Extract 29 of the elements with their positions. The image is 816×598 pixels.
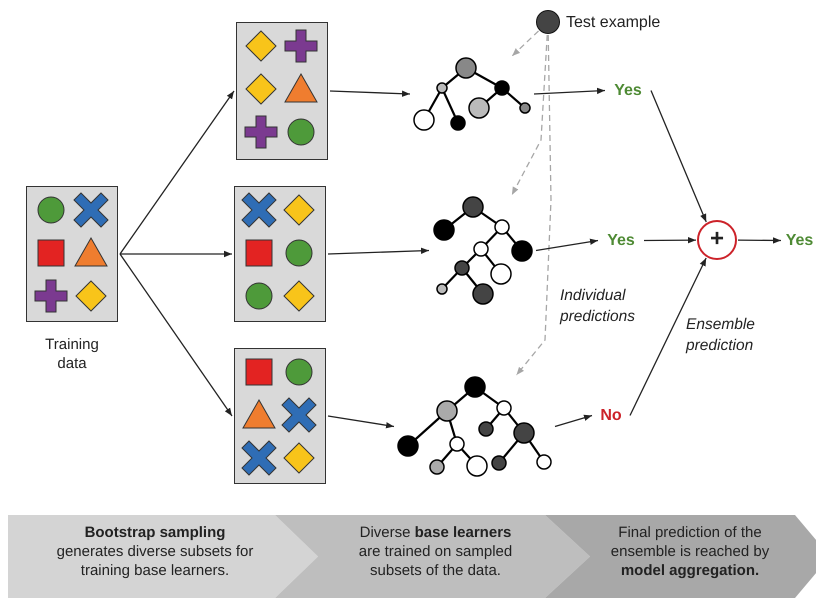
test-example-dot	[536, 10, 560, 34]
arrow	[119, 254, 233, 416]
dashed-arrow	[512, 30, 540, 56]
step-text: Final prediction of the ensemble is reached by model aggregation.	[610, 523, 770, 580]
dashed-arrow	[516, 34, 552, 376]
arrow	[328, 248, 430, 255]
prediction-label: Yes	[600, 230, 642, 251]
step-text: Diverse base learners are trained on sampled subsets of the data.	[358, 523, 514, 580]
arrow	[629, 258, 707, 416]
arrow	[536, 238, 598, 252]
arrow	[644, 236, 696, 244]
arrow	[120, 250, 232, 258]
prediction-label: No	[594, 405, 628, 426]
arrow	[330, 90, 410, 97]
prediction-label: Yes	[607, 80, 649, 101]
arrow	[534, 88, 606, 95]
caption-text: Training data	[44, 335, 100, 373]
dashed-arrow	[511, 34, 548, 196]
step-text: Bootstrap sampling generates diverse subsets for training base learners.	[56, 523, 254, 580]
arrow	[650, 90, 707, 222]
prediction-label: Yes	[783, 230, 816, 251]
arrow	[119, 90, 235, 254]
arrow	[554, 414, 592, 428]
arrow	[738, 237, 781, 244]
annotation-text: Individual predictions	[560, 286, 636, 327]
annotation-text: Ensemble prediction	[686, 315, 756, 356]
caption-text: Test example	[566, 13, 662, 32]
aggregation-circle: +	[697, 220, 737, 260]
arrow	[328, 415, 394, 428]
